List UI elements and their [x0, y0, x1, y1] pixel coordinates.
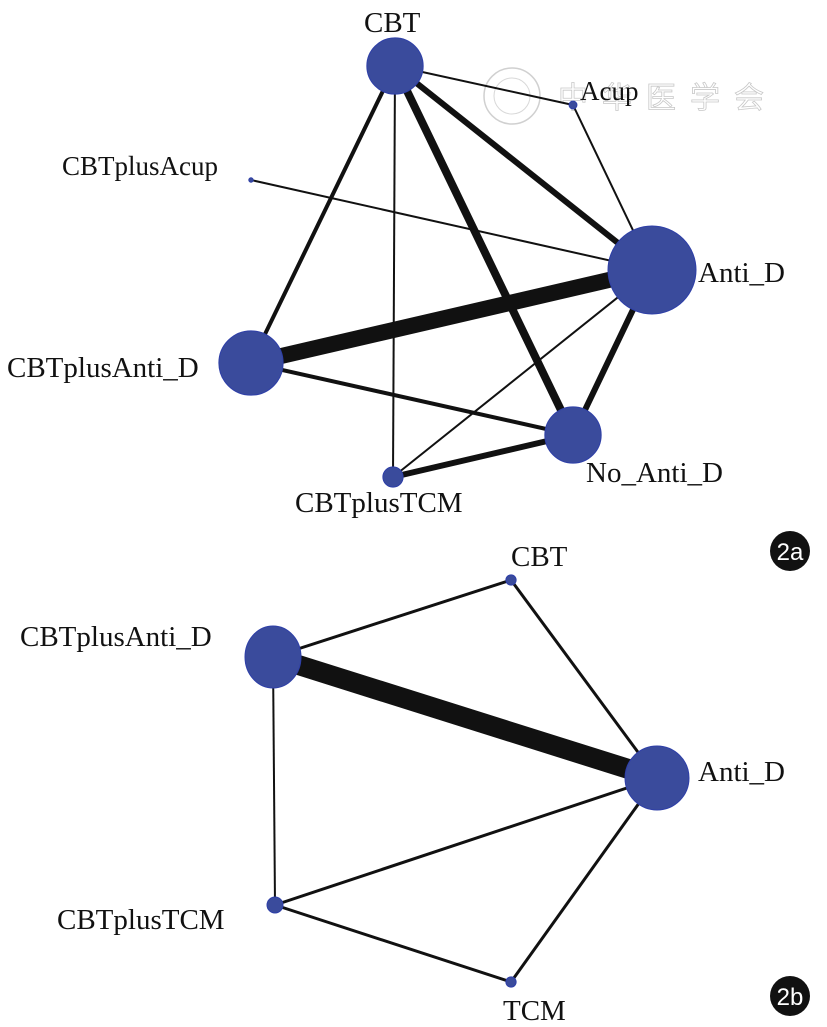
edge-CBTplusAnti_D-CBT [272, 578, 512, 659]
edge-CBTplusAnti_D-Anti_D [269, 647, 661, 788]
panel-2b-edges [269, 578, 661, 984]
node-label-No_Anti_D: No_Anti_D [586, 457, 723, 489]
watermark-seal-inner-icon [493, 77, 531, 115]
node-label-Anti_D: Anti_D [698, 756, 785, 788]
edge-Anti_D-CBTplusTCM [392, 269, 653, 478]
node-Anti_D [607, 225, 697, 315]
node-label-CBTplusAnti_D: CBTplusAnti_D [7, 352, 199, 384]
badge-circle [770, 531, 810, 571]
edge-CBTplusAnti_D-Anti_D [249, 262, 654, 371]
node-label-CBT: CBT [511, 541, 568, 573]
edge-CBTplusAnti_D-CBTplusTCM [272, 656, 276, 906]
node-TCM [505, 976, 517, 988]
node-CBT [366, 37, 424, 95]
edge-Anti_D-TCM [509, 777, 659, 983]
node-No_Anti_D [544, 406, 602, 464]
panel-2a-edges [249, 63, 655, 480]
node-label-Acup: Acup [580, 76, 638, 106]
node-label-CBTplusTCM: CBTplusTCM [57, 904, 225, 936]
panel-2b-labels: CBT CBTplusAnti_D Anti_D CBTplusTCM TCM [20, 541, 785, 1027]
badge-circle [770, 976, 810, 1016]
panel-2b-badge: 2b [770, 976, 810, 1016]
badge-label: 2a [777, 539, 804, 566]
node-CBT [505, 574, 517, 586]
edge-CBTplusTCM-TCM [274, 903, 512, 984]
node-label-TCM: TCM [503, 995, 566, 1027]
node-CBTplusTCM [266, 896, 284, 914]
watermark-text: 中华医学会 [558, 81, 778, 116]
node-label-CBTplusTCM: CBTplusTCM [295, 487, 463, 519]
watermark-seal-icon [483, 67, 541, 125]
edge-CBT-Anti_D [509, 579, 659, 779]
node-label-CBTplusAcup: CBTplusAcup [62, 151, 218, 181]
edge-CBT-Anti_D [393, 63, 654, 273]
panel-2a-nodes [218, 37, 697, 488]
edge-CBTplusTCM-Anti_D [274, 776, 658, 907]
edge-CBT-No_Anti_D [391, 64, 577, 437]
node-label-CBTplusAnti_D: CBTplusAnti_D [20, 621, 212, 653]
watermark: 中华医学会 [483, 67, 778, 125]
panel-2b-nodes [244, 574, 690, 988]
node-CBTplusTCM [382, 466, 404, 488]
node-label-Anti_D: Anti_D [698, 257, 785, 289]
panel-2a-badge: 2a [770, 531, 810, 571]
edge-CBT-CBTplusTCM [392, 65, 396, 478]
node-CBTplusAcup [248, 177, 254, 183]
node-CBTplusAnti_D [244, 625, 302, 689]
node-Acup [568, 100, 578, 110]
node-label-CBT: CBT [364, 7, 421, 39]
node-Anti_D [624, 745, 690, 811]
edge-CBT-Acup [394, 65, 574, 106]
edge-CBT-CBTplusAnti_D [249, 65, 397, 364]
node-CBTplusAnti_D [218, 330, 284, 396]
edge-CBTplusAnti_D-No_Anti_D [250, 361, 574, 437]
edge-CBTplusTCM-No_Anti_D [392, 432, 574, 480]
badge-label: 2b [777, 984, 804, 1011]
panel-2a-labels: CBT Acup CBTplusAcup Anti_D CBTplusAnti_… [7, 7, 785, 519]
edge-CBTplusAcup-Anti_D [250, 179, 653, 271]
